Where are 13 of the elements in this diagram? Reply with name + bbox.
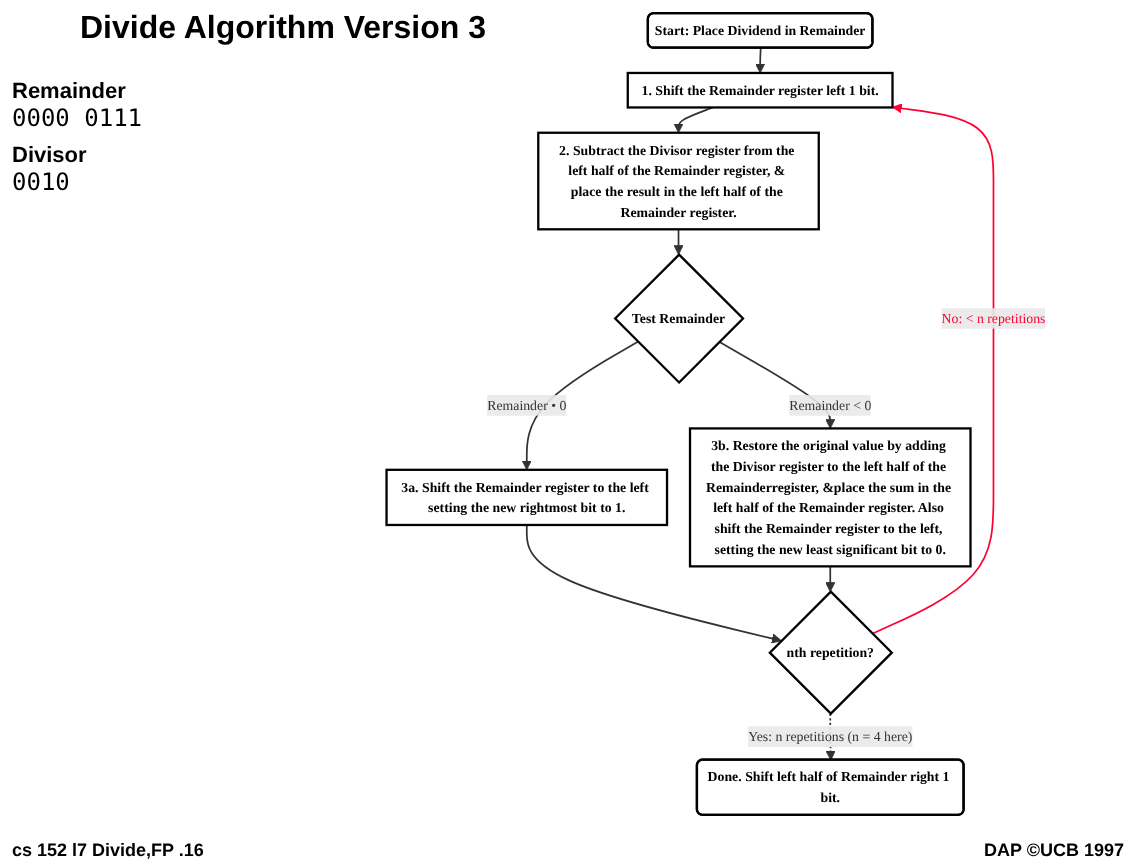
arrow <box>755 47 766 74</box>
register-label: Remainder <box>12 80 128 104</box>
register-value: 0000 0111 <box>12 104 145 132</box>
slide-title: Divide Algorithm Version 3 <box>80 12 487 48</box>
arrow <box>871 103 995 635</box>
arrow <box>673 106 714 134</box>
arrow <box>525 524 782 644</box>
arrow <box>673 228 684 256</box>
copyright-text: DAP ©UCB 1997 <box>984 840 1124 860</box>
footer-text: cs 152 l7 Divide,FP .16 <box>12 840 204 860</box>
register-label: Divisor <box>12 144 89 168</box>
register-value: 0010 <box>12 168 72 196</box>
arrow <box>825 565 836 593</box>
